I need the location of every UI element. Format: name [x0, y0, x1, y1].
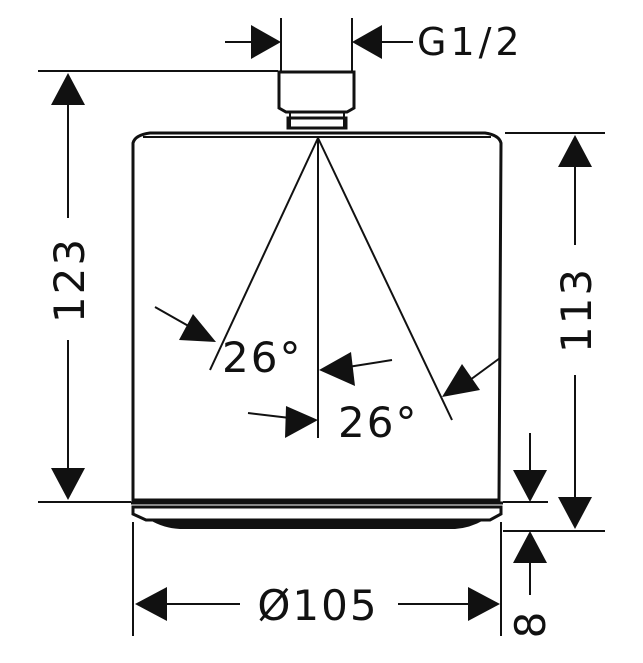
thread-label: G1/2	[417, 20, 524, 64]
arrow-up-icon	[558, 135, 592, 167]
body-height-dimension: 113	[552, 135, 601, 529]
arrow-right-icon	[179, 314, 216, 342]
diameter-label: Ø105	[257, 581, 378, 630]
arrow-right-icon	[285, 406, 318, 438]
spray-angle-lines	[209, 137, 453, 438]
body-height-label: 113	[552, 267, 601, 353]
diameter-dimension: Ø105	[135, 581, 500, 630]
arrow-down-icon	[558, 497, 592, 529]
spray-plate	[131, 505, 503, 522]
connector-nut	[277, 70, 356, 114]
arrow-down-icon	[51, 468, 85, 500]
thread-dimension: G1/2	[225, 20, 524, 64]
arrow-left-icon	[352, 25, 382, 59]
total-height-dimension: 123	[45, 73, 94, 500]
extension-lines	[38, 18, 605, 636]
arrow-left-icon	[442, 364, 480, 397]
right-spray-line	[317, 137, 453, 421]
left-spray-line	[209, 137, 319, 371]
bottom-height-label: 8	[506, 610, 555, 639]
angle-left-label: 26°	[222, 333, 302, 382]
arrow-right-icon	[468, 587, 500, 621]
arrow-down-icon	[513, 470, 547, 502]
arrow-up-icon	[51, 73, 85, 105]
shower-head-outline	[131, 70, 503, 529]
angle-right-label: 26°	[338, 398, 418, 447]
arrow-left-icon	[319, 352, 355, 386]
total-height-label: 123	[45, 237, 94, 323]
angle-annotations: 26° 26°	[154, 306, 501, 447]
spray-face	[150, 520, 484, 529]
head-body	[131, 131, 503, 502]
bottom-height-dimension: 8	[506, 433, 555, 638]
arrow-left-icon	[135, 587, 167, 621]
arrow-up-icon	[513, 531, 547, 563]
arrow-right-icon	[251, 25, 281, 59]
